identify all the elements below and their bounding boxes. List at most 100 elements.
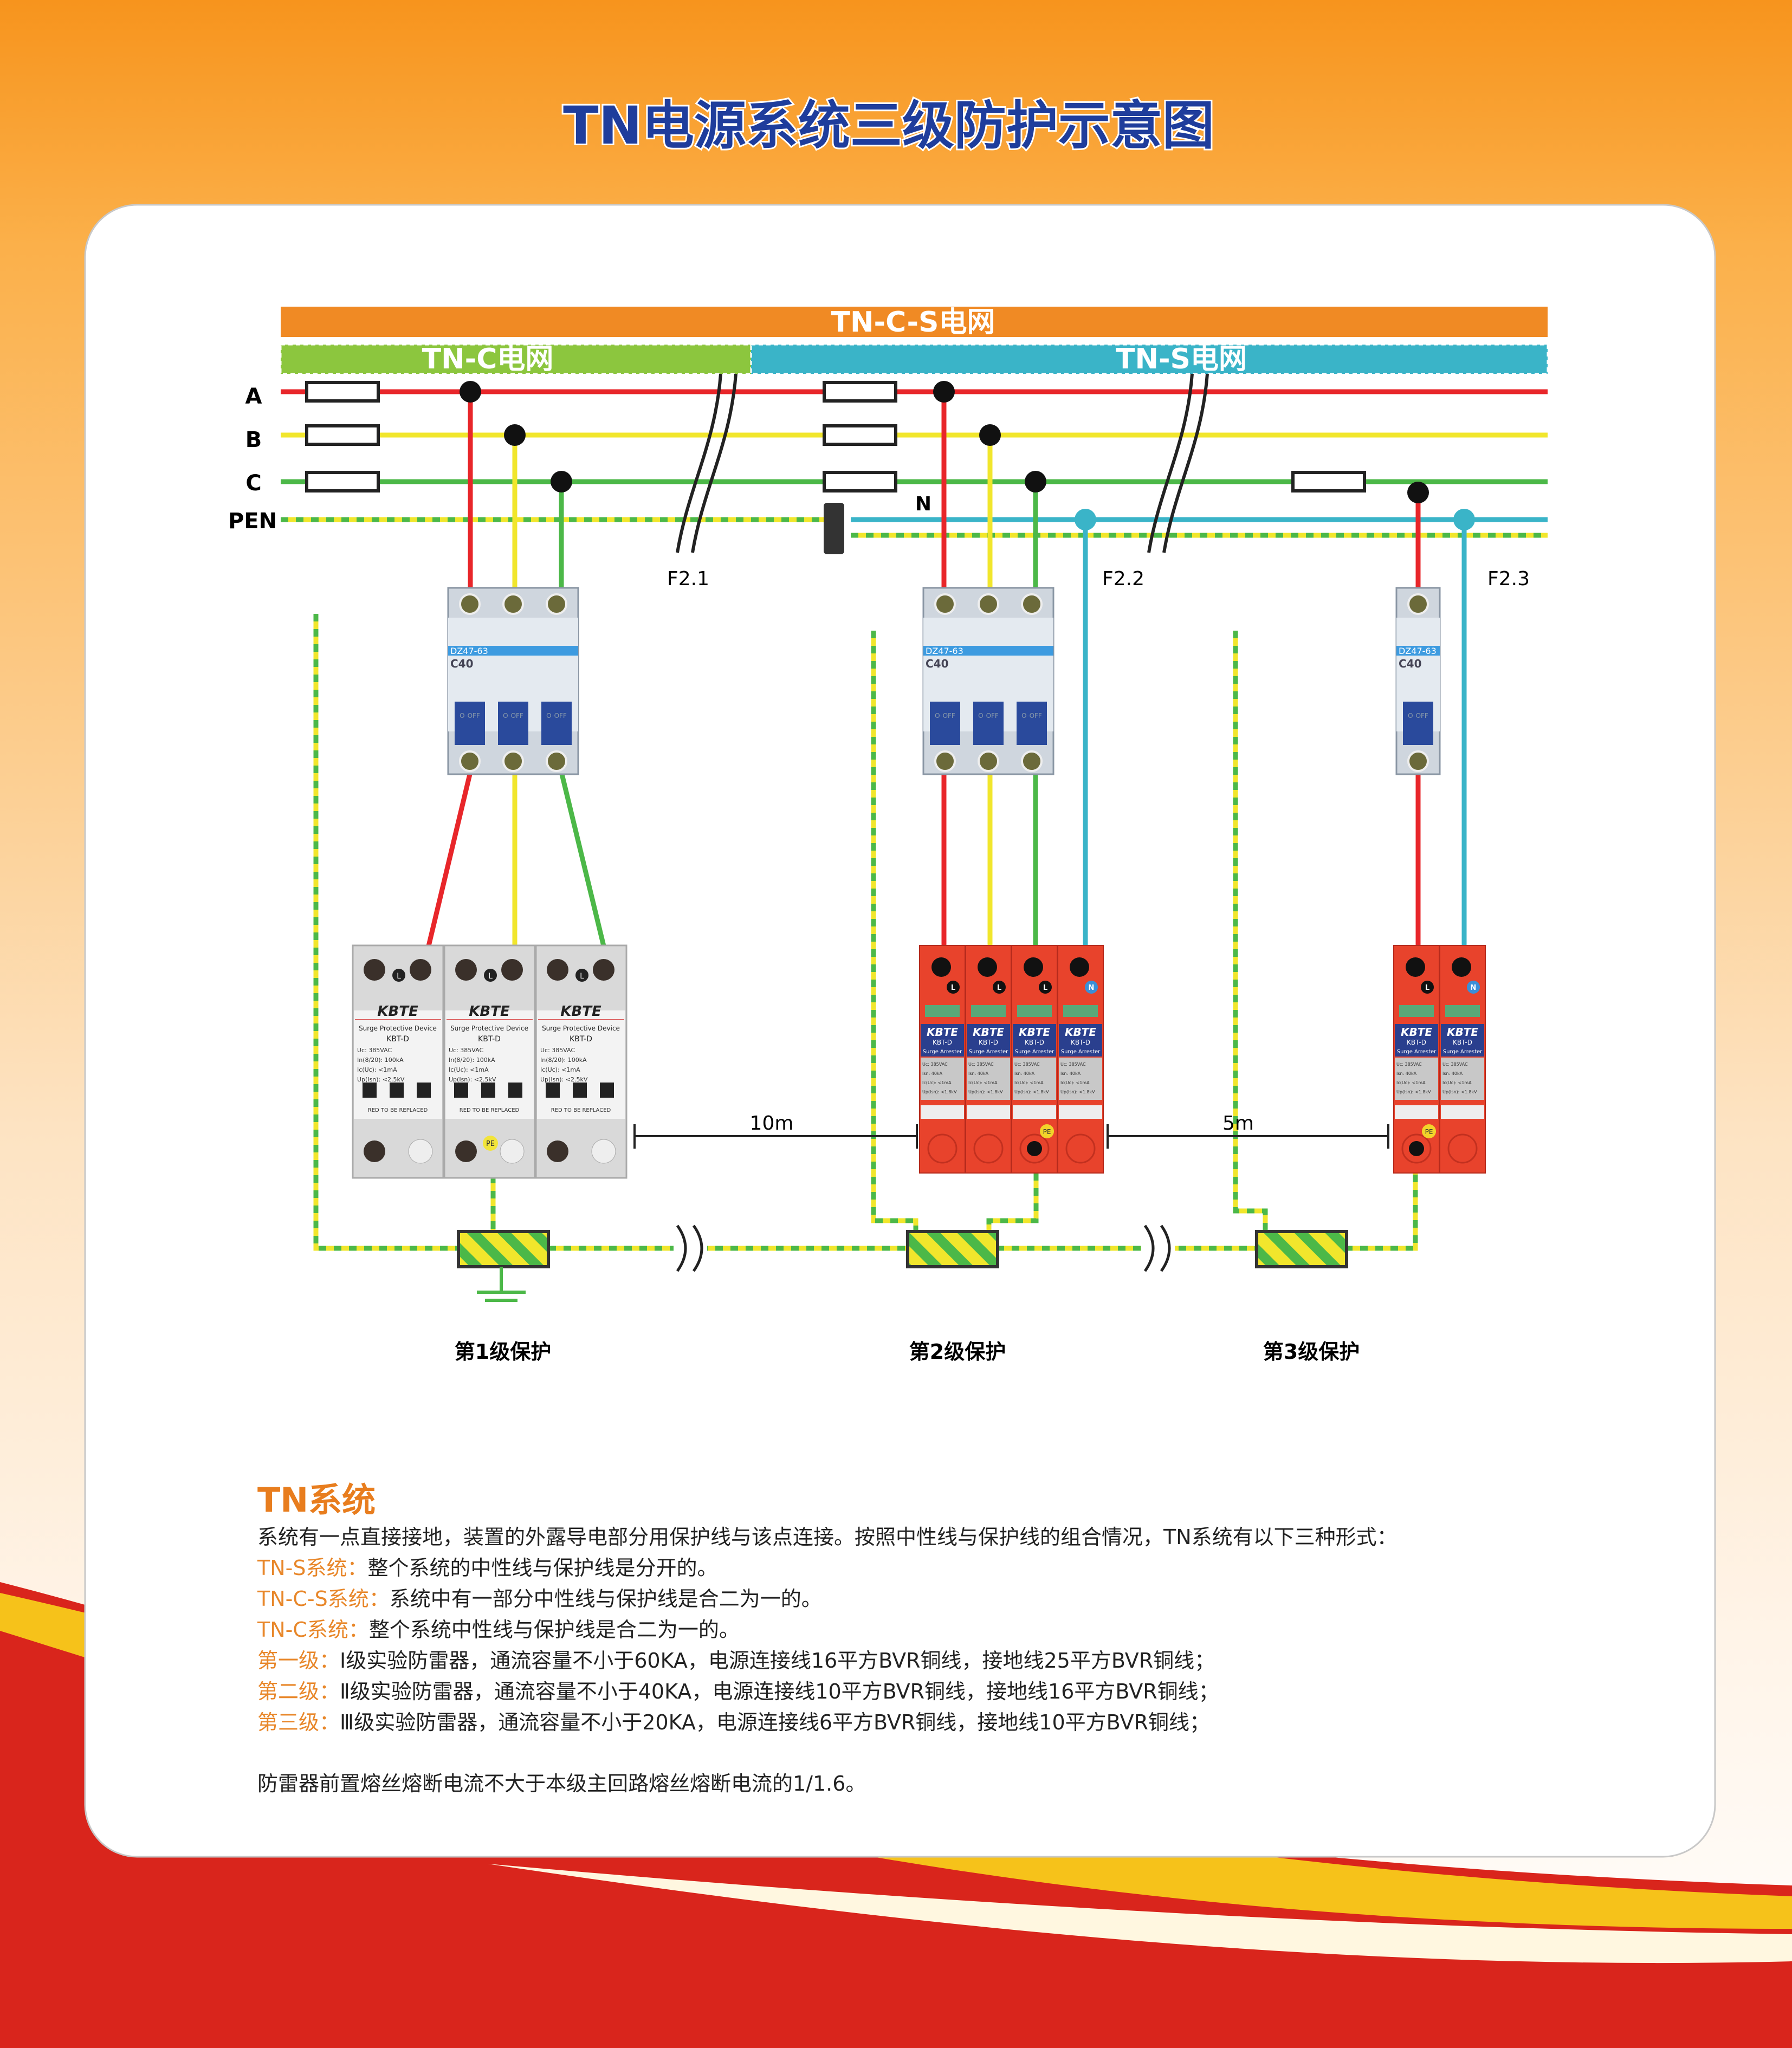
fuse-icon: [305, 424, 380, 446]
terminal-icon: [410, 959, 431, 981]
spd-spec: Ic(Uc): <1mA: [1442, 1080, 1472, 1085]
spd-name: Surge Arrester: [1061, 1049, 1101, 1055]
line-label-b: B: [245, 427, 262, 452]
spd-stripe: [921, 1105, 964, 1119]
spd-spec: Isn: 40kA: [1396, 1071, 1417, 1076]
bus-break-icon: [1143, 1224, 1171, 1272]
breaker-stripe: [1396, 646, 1440, 656]
spd-stripe: [1059, 1105, 1102, 1119]
line-label-n: N: [915, 493, 931, 515]
terminal-cover-icon: [1447, 1133, 1478, 1164]
list-item: TN-C-S系统：系统中有一部分中性线与保护线是合二为一的。: [257, 1587, 822, 1611]
list-item-label: 第二级：: [257, 1680, 340, 1703]
spd-spec: Up(Isn): <1.8kV: [968, 1090, 1003, 1094]
terminal-cover-icon: [1065, 1133, 1096, 1164]
pe-badge-text: PE: [486, 1140, 495, 1148]
pe-badge: [483, 1136, 498, 1151]
ground-bar-2: [906, 1230, 999, 1268]
spd-spec: Isn: 40kA: [1060, 1071, 1081, 1076]
bottom-swoosh-yellow: [0, 1593, 1792, 1929]
terminal-badge-text: L: [997, 984, 1001, 992]
tnc-label: TN-C电网: [422, 343, 554, 375]
spd-spec-panel: [1013, 1058, 1056, 1100]
list-item-label: 第三级：: [257, 1710, 340, 1734]
terminal-cover-icon: [1019, 1133, 1050, 1164]
breaker-toggle: [541, 702, 572, 745]
l1-pe-left-stripe: [313, 614, 458, 1251]
spd-stripe: [1395, 1105, 1438, 1119]
list-item-body: 系统中有一部分中性线与保护线是合二为一的。: [390, 1587, 822, 1611]
spd-spec: Ic(Uc): <1mA: [540, 1066, 580, 1073]
spd-spec: Up(Isn): <1.8kV: [922, 1090, 957, 1094]
list-item: TN-C系统：整个系统中性线与保护线是合二为一的。: [257, 1618, 740, 1642]
spd-indicator: [417, 1083, 431, 1098]
breaker-toggle-text: O-OFF: [1408, 712, 1428, 720]
terminal-badge: [1467, 981, 1480, 994]
wiring: [281, 373, 1548, 1302]
l2-spd-pe: [986, 1173, 1039, 1233]
junction-dot-n: [1453, 509, 1475, 530]
spd-indicator: [481, 1083, 495, 1098]
spd-name: Surge Arrester: [1015, 1049, 1055, 1055]
spd-model: KBT-D: [1025, 1039, 1044, 1046]
terminal-l-badge: [575, 969, 588, 982]
pe-badge-text: PE: [1425, 1128, 1433, 1136]
line-break-b-0: [691, 373, 737, 553]
terminal-screw-icon: [934, 593, 956, 615]
spd-brand: KBTE: [1401, 1026, 1432, 1039]
line-label-c: C: [245, 471, 261, 496]
terminal-screw-icon: [502, 750, 524, 772]
list-item-body: Ⅰ级实验防雷器，通流容量不小于60KA，电源连接线16平方BVR铜线，接地线25…: [340, 1649, 1215, 1673]
status-window: [1017, 1005, 1052, 1017]
spd-spec: Ic(Uc): <1mA: [1014, 1080, 1044, 1085]
spd-spec: Ic(Uc): <1mA: [922, 1080, 952, 1085]
spd-spec: Uc: 385VAC: [540, 1047, 575, 1054]
spd-indicator: [363, 1083, 377, 1098]
list-item-label: TN-S系统：: [257, 1556, 367, 1580]
level-2-label: 第2级保护: [909, 1340, 1006, 1364]
tncs-bar: [281, 307, 1548, 337]
spd-brand: KBTE: [1019, 1026, 1050, 1039]
terminal-icon: [364, 959, 385, 981]
tns-bar: [750, 344, 1549, 375]
line-break-b-1: [1162, 373, 1209, 553]
spd-indicator: [546, 1083, 560, 1098]
ground-bar-1: [457, 1230, 550, 1268]
breaker-stripe: [448, 646, 578, 656]
list-item-label: 第一级：: [257, 1649, 340, 1673]
l3-pe-left-stripe: [1233, 631, 1268, 1233]
spd-spec: Ic(Uc): <1mA: [1060, 1080, 1090, 1085]
terminal-screw-icon: [1407, 593, 1429, 615]
ground-symbol-icon: [477, 1267, 526, 1302]
spd-indicator: [390, 1083, 404, 1098]
spd-spec: In(8/20): 100kA: [449, 1057, 495, 1064]
terminal-badge-text: L: [951, 984, 955, 992]
terminal-l-text: L: [397, 972, 401, 981]
spd-spec: Isn: 40kA: [1442, 1071, 1463, 1076]
terminal-badge-text: L: [1425, 984, 1429, 992]
spd-spec: Ic(Uc): <1mA: [449, 1066, 489, 1073]
junction-dot: [979, 424, 1001, 446]
spd-label-panel: [445, 1010, 534, 1119]
spd-spec: Ic(Uc): <1mA: [968, 1080, 998, 1085]
spd-note: RED TO BE REPLACED: [368, 1107, 428, 1113]
line-label-pen: PEN: [228, 509, 277, 534]
pe-badge: [1040, 1124, 1054, 1138]
spd-stripe: [1441, 1105, 1484, 1119]
terminal-cover-icon: [973, 1133, 1004, 1164]
spd-spec-panel: [1441, 1058, 1484, 1100]
footer-note: 防雷器前置熔丝熔断电流不大于本级主回路熔丝熔断电流的1/1.6。: [257, 1772, 866, 1796]
terminal-badge: [1039, 981, 1052, 994]
junction-dot: [504, 424, 526, 446]
terminal-icon: [501, 959, 523, 981]
line-break-0: [676, 373, 722, 553]
bus-break-icon: [676, 1224, 703, 1272]
breaker-toggle-text: O-OFF: [978, 712, 999, 720]
spd-model: KBT-D: [570, 1035, 592, 1044]
junction-dot: [551, 471, 572, 492]
spd-model: KBT-D: [386, 1035, 409, 1044]
spd-model: KBT-D: [933, 1039, 952, 1046]
